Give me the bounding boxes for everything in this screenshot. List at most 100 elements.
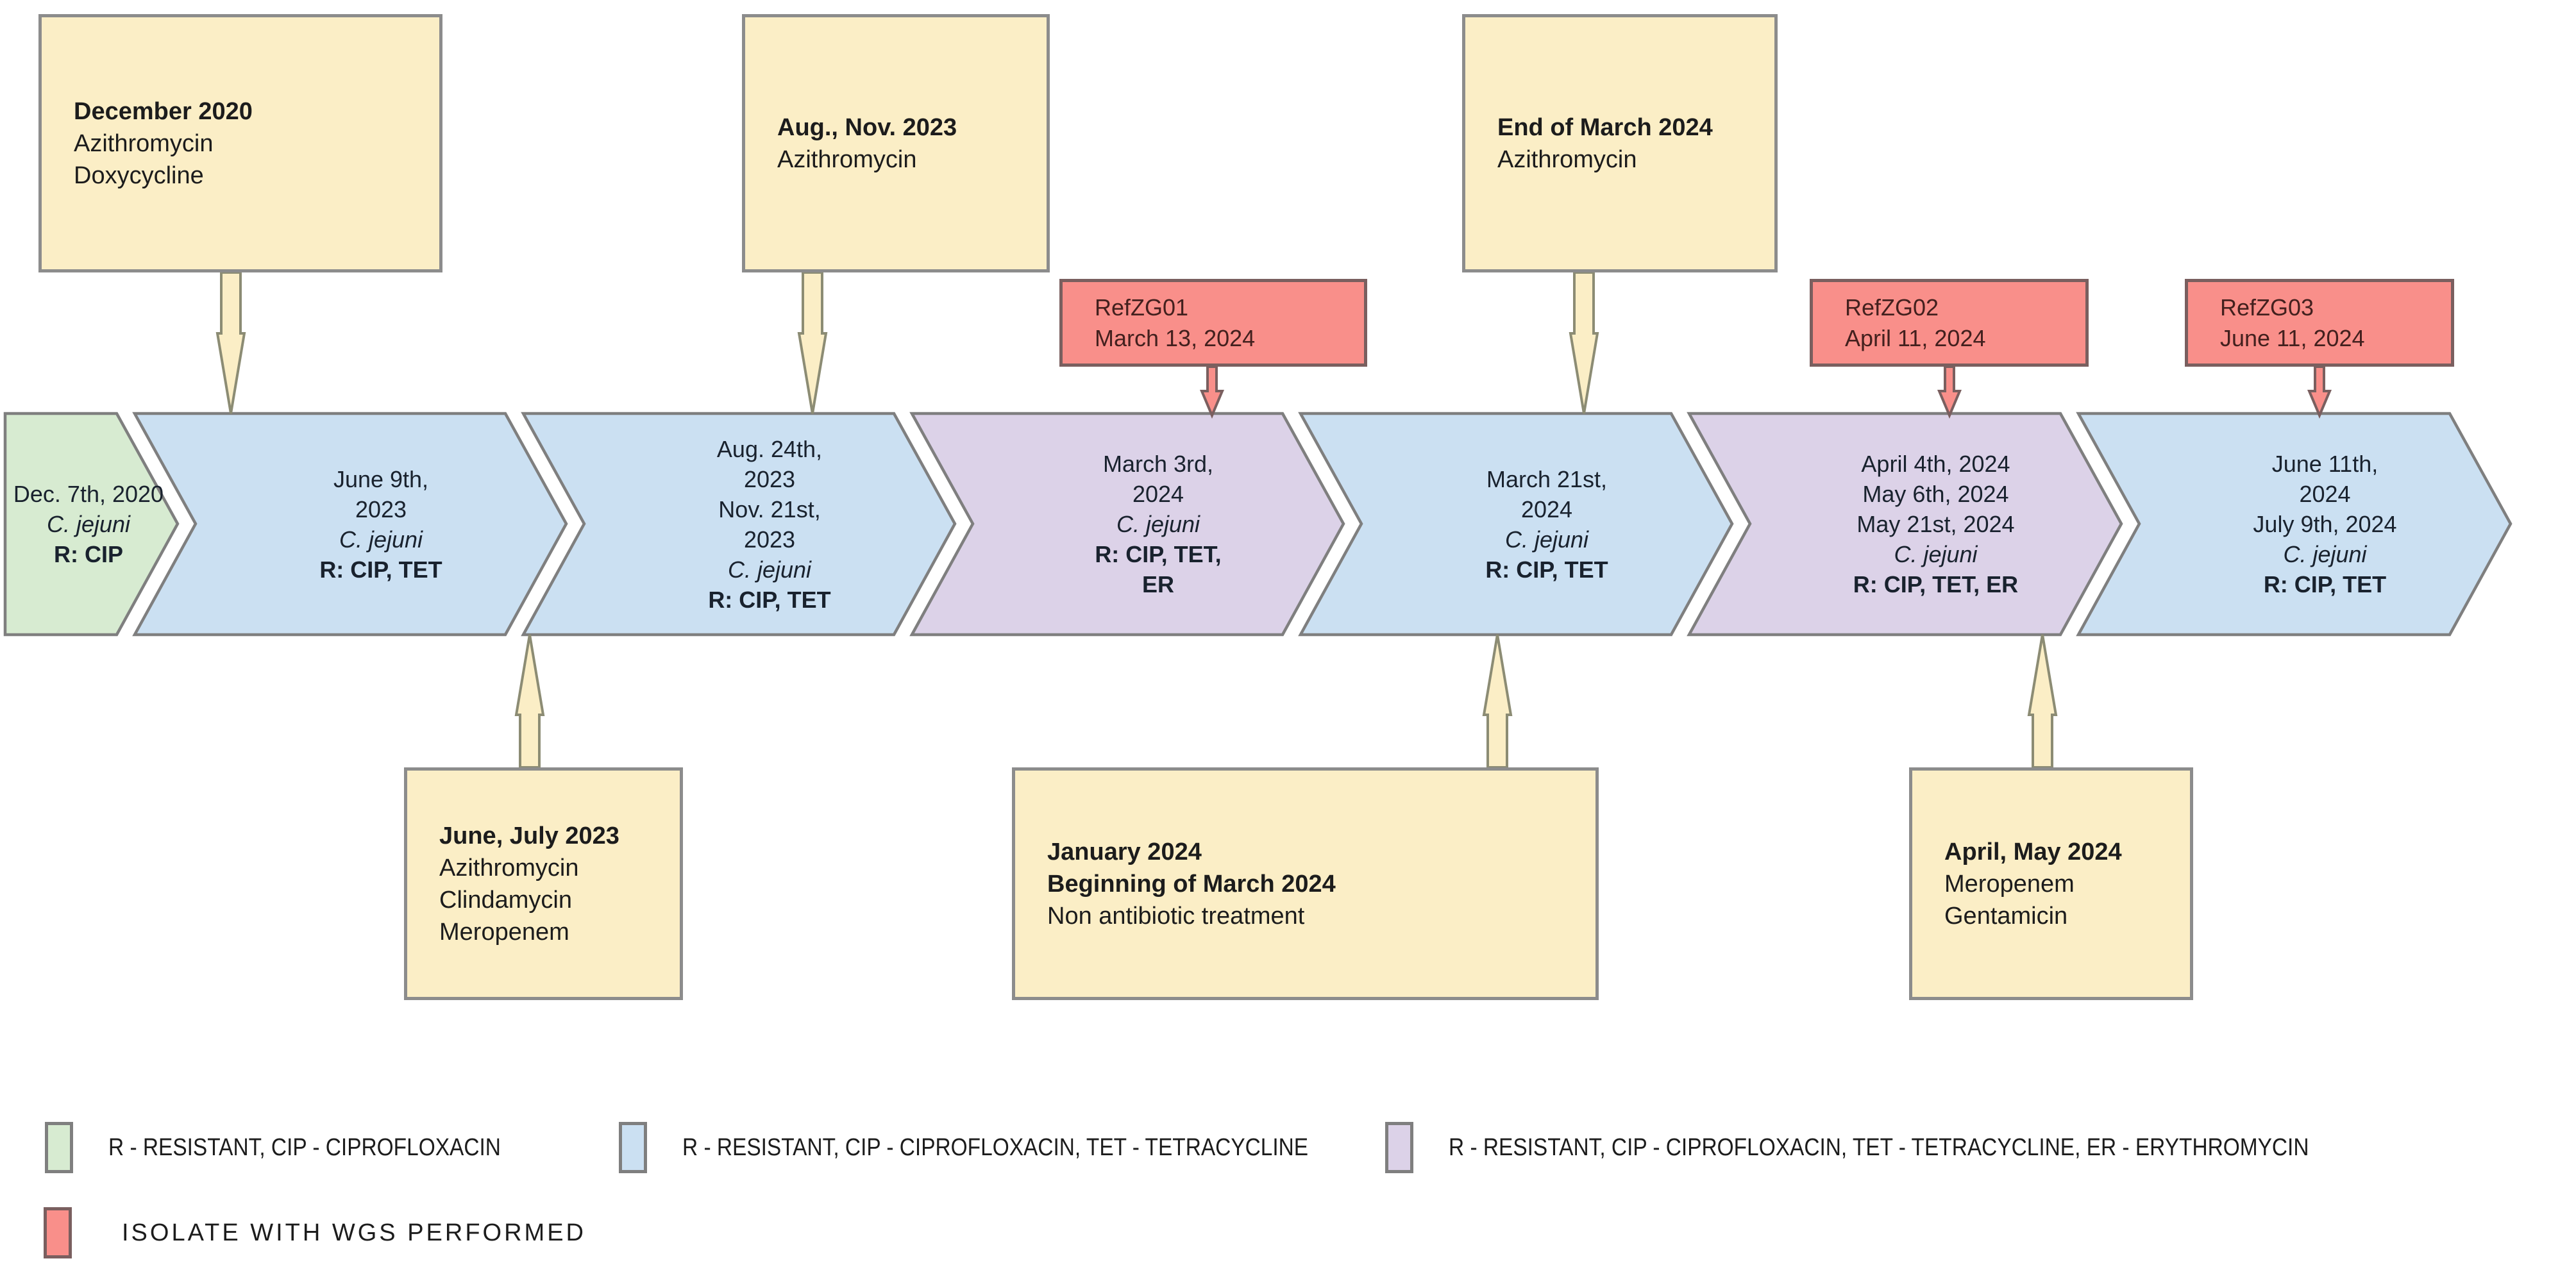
isolate-date: July 9th, 2024 [2253, 511, 2397, 537]
treatment-drug: Azithromycin [1497, 146, 1637, 173]
legend-swatch-blue [619, 1122, 647, 1173]
wgs-date: April 11, 2024 [1845, 324, 1986, 351]
treatment-period: June, July 2023 [439, 822, 619, 849]
treatment-arrow-up-4 [514, 634, 545, 769]
legend-item-wgs: ISOLATE WITH WGS PERFORMED [44, 1207, 586, 1258]
wgs-label: RefZG03 [2220, 294, 2314, 321]
isolate-species: C. jejuni [1116, 511, 1200, 537]
wgs-date: March 13, 2024 [1095, 324, 1256, 351]
chevron-shape-7 [2076, 412, 2513, 637]
wgs-date: June 11, 2024 [2220, 324, 2365, 351]
chevron-label-5: March 21st, 2024 C. jejuni R: CIP, TET [1361, 414, 1732, 635]
treatment-arrow-down-1 [215, 271, 246, 414]
isolate-date: Aug. 24th, [716, 435, 823, 462]
treatment-period: Beginning of March 2024 [1047, 870, 1336, 898]
treatment-arrow-down-2 [797, 271, 828, 414]
treatment-box-june-july-2023: June, July 2023 Azithromycin Clindamycin… [404, 767, 683, 1000]
isolate-date: March 3rd, [1102, 451, 1214, 477]
isolate-species: C. jejuni [1504, 526, 1589, 553]
isolate-resistance: R: CIP, TET [319, 556, 442, 583]
isolate-resistance: R: CIP, TET [708, 586, 831, 613]
wgs-arrow-1 [1199, 365, 1225, 419]
chevron-shape-2 [132, 412, 568, 637]
isolate-resistance: R: CIP [54, 541, 123, 567]
legend-item-purple: R - RESISTANT, CIP - CIPROFLOXACIN, TET … [1385, 1122, 2426, 1173]
treatment-drug: Meropenem [439, 918, 569, 946]
isolate-resistance: R: CIP, TET, [1095, 541, 1222, 567]
treatment-drug: Azithromycin [74, 130, 214, 157]
isolate-species: C. jejuni [727, 556, 812, 583]
chevron-label-2: June 9th, 2023 C. jejuni R: CIP, TET [196, 414, 566, 635]
isolate-date: Nov. 21st, [718, 496, 821, 522]
treatment-drug: Non antibiotic treatment [1047, 902, 1305, 930]
treatment-box-january-march-2024: January 2024 Beginning of March 2024 Non… [1012, 767, 1599, 1000]
treatment-drug: Meropenem [1944, 870, 2075, 898]
legend-label: R - RESISTANT, CIP - CIPROFLOXACIN, TET … [1449, 1134, 2309, 1161]
isolate-date: May 6th, 2024 [1862, 481, 2009, 507]
isolate-date: 2024 [1520, 496, 1573, 522]
chevron-shape-6 [1687, 412, 2123, 637]
treatment-box-december-2020: December 2020 Azithromycin Doxycycline [38, 14, 442, 272]
legend-label: R - RESISTANT, CIP - CIPROFLOXACIN [108, 1134, 501, 1161]
isolate-resistance: R: CIP, TET, ER [1853, 571, 2019, 597]
legend-swatch-pink [44, 1207, 72, 1258]
treatment-period: Aug., Nov. 2023 [777, 113, 957, 141]
treatment-drug: Clindamycin [439, 886, 572, 914]
chevron-shape-5 [1298, 412, 1734, 637]
treatment-drug: Azithromycin [439, 854, 579, 881]
treatment-period: December 2020 [74, 97, 253, 125]
legend-swatch-purple [1385, 1122, 1413, 1173]
treatment-drug: Doxycycline [74, 162, 204, 189]
legend-label: R - RESISTANT, CIP - CIPROFLOXACIN, TET … [682, 1134, 1309, 1161]
treatment-period: April, May 2024 [1944, 838, 2122, 865]
chevron-label-6: April 4th, 2024 May 6th, 2024 May 21st, … [1750, 414, 2121, 635]
chevron-label-1: Dec. 7th, 2020 C. jejuni R: CIP [5, 414, 172, 635]
isolate-date: June 9th, [333, 465, 429, 492]
legend-swatch-green [45, 1122, 73, 1173]
treatment-drug: Gentamicin [1944, 902, 2068, 930]
chevron-shape-1 [3, 412, 180, 637]
isolate-date: 2024 [2299, 481, 2351, 507]
wgs-arrow-3 [2307, 365, 2332, 419]
wgs-label: RefZG01 [1095, 294, 1189, 321]
isolate-date: Dec. 7th, 2020 [13, 481, 164, 507]
treatment-box-aug-nov-2023: Aug., Nov. 2023 Azithromycin [742, 14, 1050, 272]
treatment-drug: Azithromycin [777, 146, 917, 173]
wgs-arrow-2 [1937, 365, 1962, 419]
isolate-date: 2024 [1132, 481, 1184, 507]
treatment-box-april-may-2024: April, May 2024 Meropenem Gentamicin [1909, 767, 2193, 1000]
treatment-period: End of March 2024 [1497, 113, 1713, 141]
legend-label: ISOLATE WITH WGS PERFORMED [122, 1219, 586, 1246]
chevron-shape-3 [521, 412, 957, 637]
treatment-arrow-up-6 [2027, 634, 2058, 769]
isolate-date: March 21st, [1486, 465, 1608, 492]
wgs-box-refzg03: RefZG03 June 11, 2024 [2185, 279, 2454, 367]
isolate-species: C. jejuni [339, 526, 423, 553]
wgs-box-refzg02: RefZG02 April 11, 2024 [1810, 279, 2089, 367]
isolate-resistance: R: CIP, TET [1485, 556, 1608, 583]
treatment-period: January 2024 [1047, 838, 1202, 865]
treatment-arrow-down-3 [1569, 271, 1599, 414]
wgs-label: RefZG02 [1845, 294, 1939, 321]
isolate-resistance: ER [1141, 571, 1174, 597]
legend-item-green: R - RESISTANT, CIP - CIPROFLOXACIN [45, 1122, 554, 1173]
isolate-date: 2023 [743, 465, 796, 492]
treatment-box-end-of-march-2024: End of March 2024 Azithromycin [1462, 14, 1778, 272]
isolate-date: 2023 [355, 496, 407, 522]
chevron-shape-4 [909, 412, 1345, 637]
isolate-date: April 4th, 2024 [1861, 451, 2010, 477]
isolate-date: May 21st, 2024 [1856, 511, 2015, 537]
isolate-date: 2023 [743, 526, 796, 553]
legend-item-blue: R - RESISTANT, CIP - CIPROFLOXACIN, TET … [619, 1122, 1393, 1173]
isolate-resistance: R: CIP, TET [2263, 571, 2387, 597]
isolate-species: C. jejuni [2283, 541, 2367, 567]
chevron-label-4: March 3rd, 2024 C. jejuni R: CIP, TET, E… [973, 414, 1343, 635]
isolate-species: C. jejuni [46, 511, 131, 537]
wgs-box-refzg01: RefZG01 March 13, 2024 [1059, 279, 1367, 367]
treatment-arrow-up-5 [1482, 634, 1513, 769]
chevron-label-7: June 11th, 2024 July 9th, 2024 C. jejuni… [2139, 414, 2511, 635]
chevron-label-3: Aug. 24th, 2023 Nov. 21st, 2023 C. jejun… [584, 414, 955, 635]
isolate-date: June 11th, [2271, 451, 2378, 477]
